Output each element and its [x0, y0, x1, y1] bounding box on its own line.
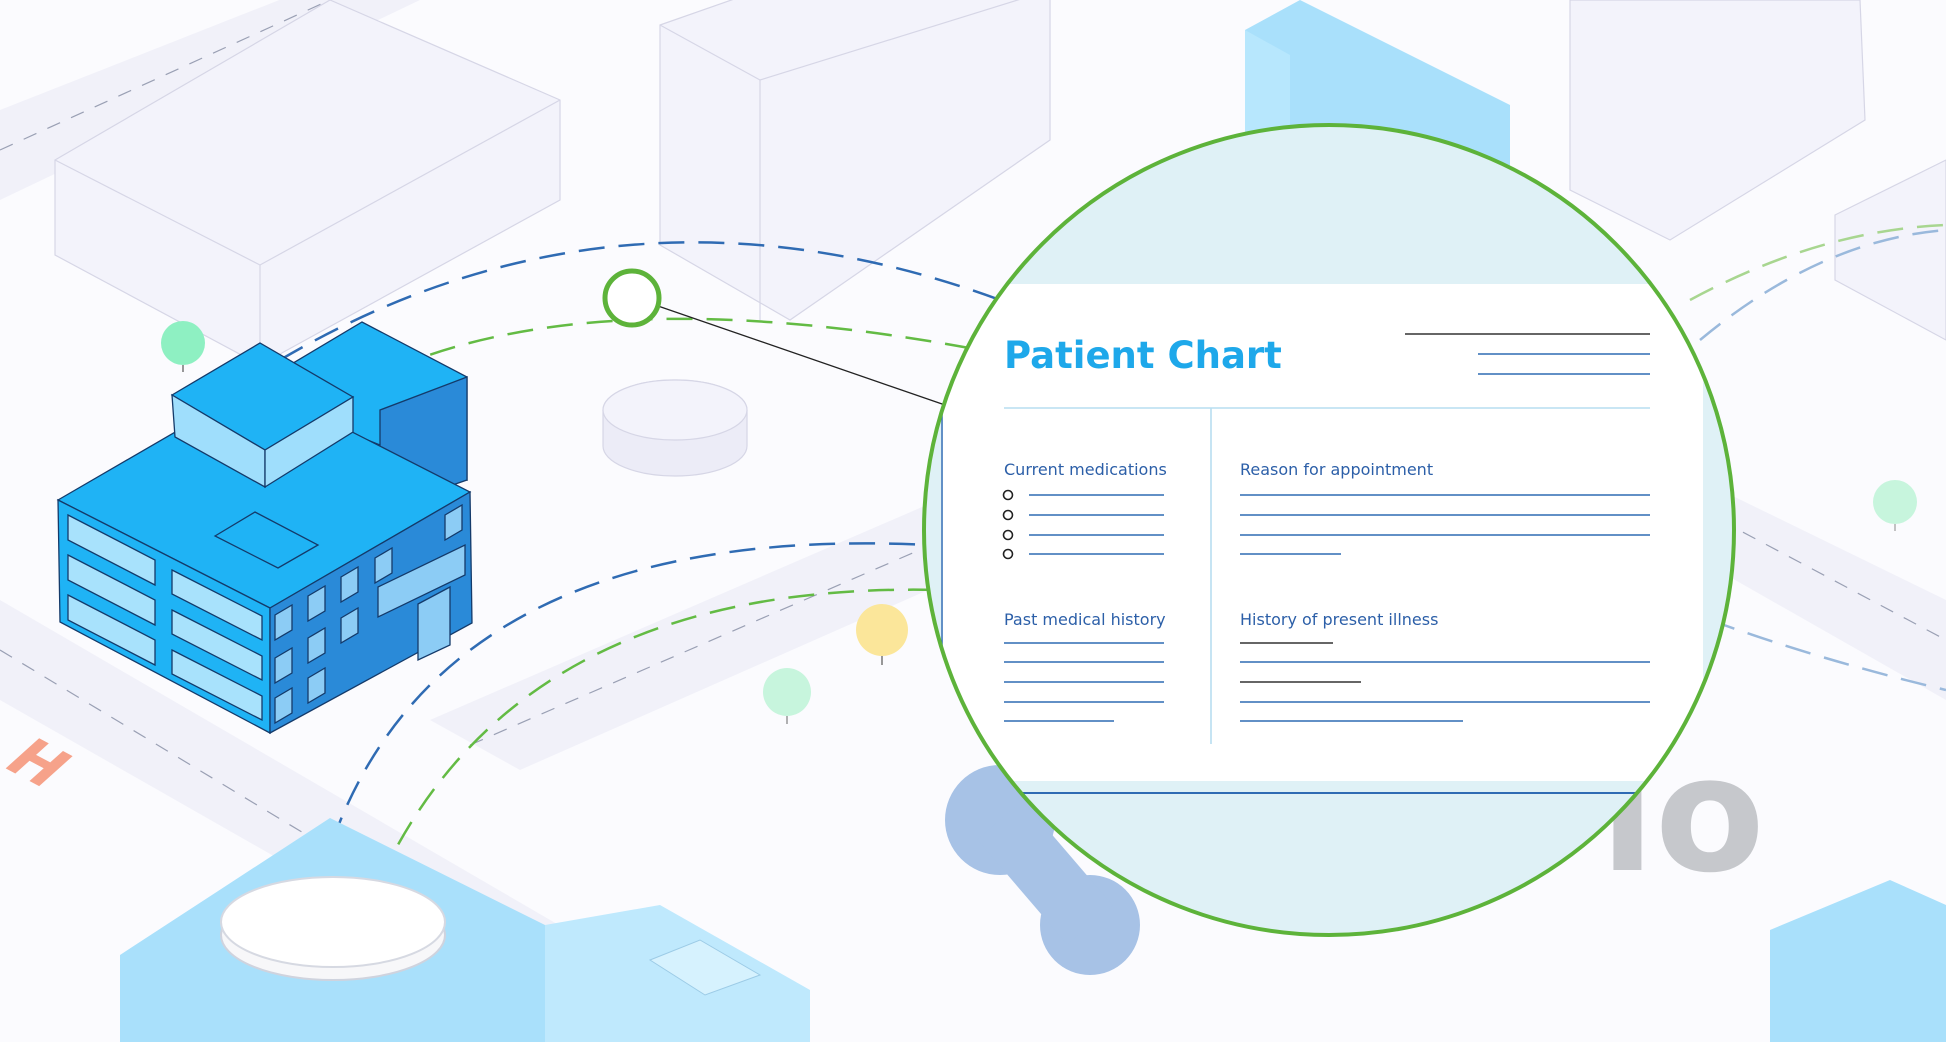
- hospital-building: [56, 321, 473, 735]
- helipad-building: H: [0, 728, 810, 1042]
- section-history-of-present-illness: History of present illness: [1240, 610, 1438, 629]
- background-buildings: [54, 0, 1946, 477]
- medication-list: [1002, 489, 1164, 560]
- trees: [161, 321, 1917, 724]
- blue-building-bottom-right: [1770, 880, 1946, 1042]
- section-current-medications: Current medications: [1004, 460, 1167, 479]
- patient-chart-card: Patient Chart Current medications Reason…: [930, 284, 1720, 794]
- chart-title: Patient Chart: [1004, 334, 1282, 377]
- placeholder-lines: [1004, 494, 1650, 722]
- location-marker: [602, 268, 662, 328]
- connector-line: [657, 305, 946, 406]
- section-past-medical-history: Past medical history: [1004, 610, 1166, 629]
- connection-arcs: [279, 223, 1946, 881]
- section-reason-for-appointment: Reason for appointment: [1240, 460, 1433, 479]
- magnifier-lens: Patient Chart Current medications Reason…: [924, 125, 1734, 935]
- magnifier-ring: [922, 123, 1736, 937]
